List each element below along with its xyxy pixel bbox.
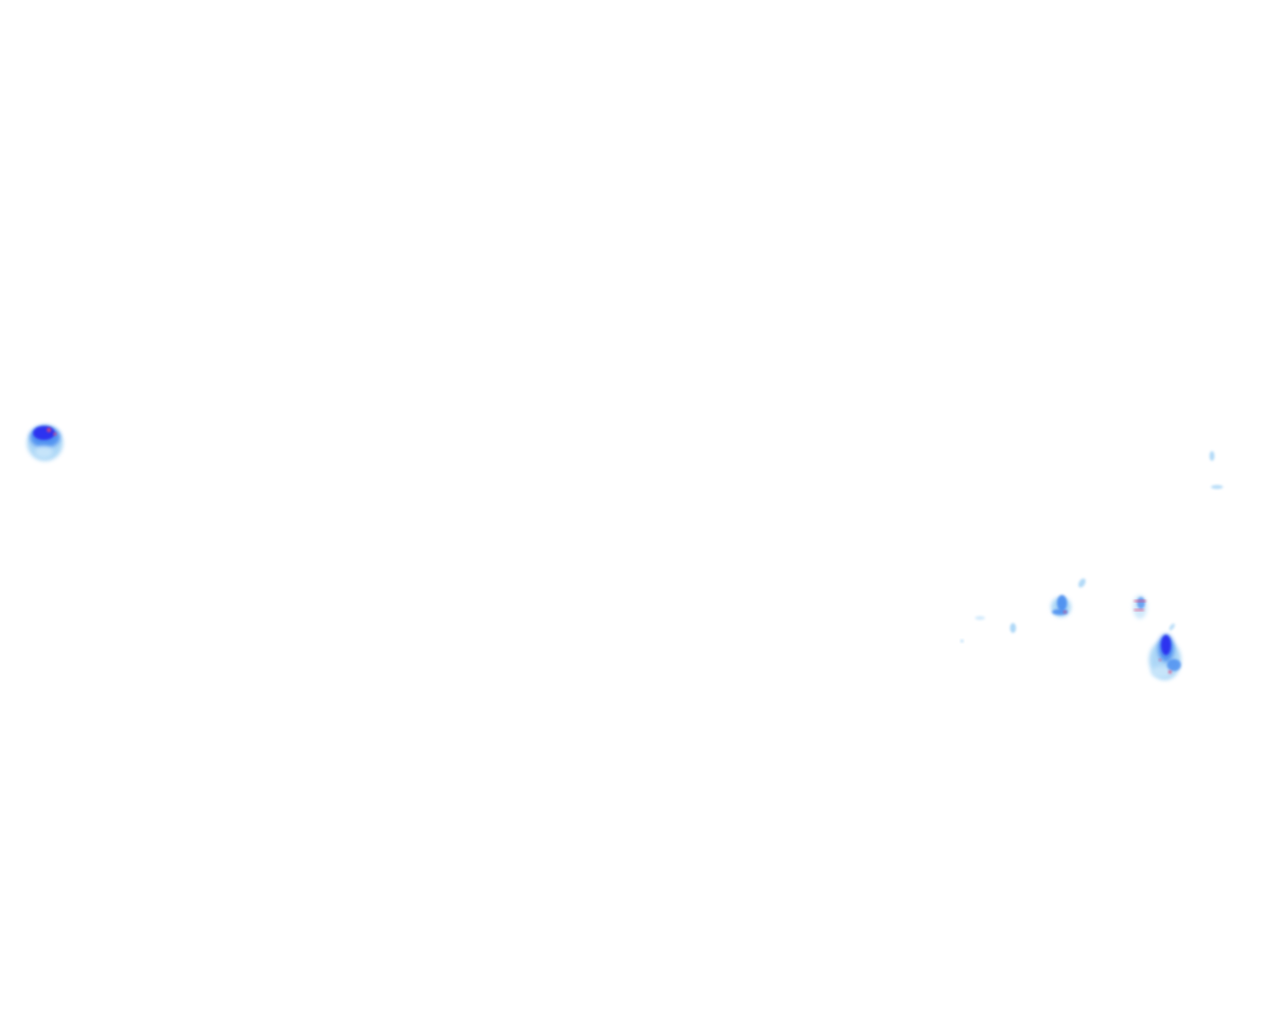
radar-cell-central — [1051, 595, 1071, 617]
radar-specks-northeast — [1078, 451, 1223, 588]
radar-cell-east — [1133, 595, 1147, 619]
radar-cell-west — [27, 425, 63, 461]
radar-specks-south — [960, 616, 1016, 643]
radar-cell-southeast — [1149, 623, 1181, 680]
